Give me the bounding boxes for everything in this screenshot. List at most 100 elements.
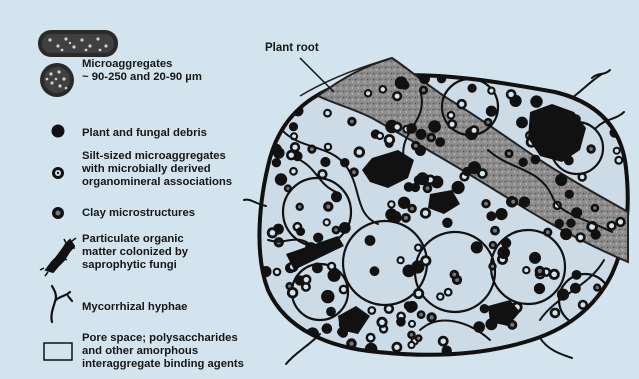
silt-microaggregate-particle	[289, 167, 298, 176]
silt-microaggregate-particle	[290, 142, 300, 152]
clay-microstructure-particle	[586, 144, 595, 153]
silt-microaggregate-particle	[613, 147, 621, 155]
silt-microaggregate-particle	[407, 341, 415, 349]
debris-particle	[321, 290, 334, 303]
silt-microaggregate-particle	[447, 111, 456, 120]
debris-particle	[322, 323, 333, 334]
debris-particle	[289, 122, 298, 131]
debris-particle	[516, 117, 528, 129]
clay-microstructure-particle	[346, 338, 357, 349]
debris-particle	[385, 208, 397, 220]
debris-particle	[534, 283, 545, 294]
silt-microaggregate-particle	[444, 288, 453, 297]
clay-microstructure-particle	[401, 213, 411, 223]
debris-particle	[555, 174, 567, 186]
debris-particle	[452, 181, 465, 194]
silt-microaggregate-particle	[447, 119, 457, 129]
clay-microstructure-particle	[488, 262, 496, 270]
debris-particle	[395, 76, 408, 89]
debris-particle	[572, 270, 582, 280]
clay-microstructure-particle	[417, 310, 426, 319]
debris-particle	[296, 227, 305, 236]
clay-microstructure-particle	[591, 204, 600, 213]
plant-root-label: Plant root	[265, 42, 319, 54]
debris-particle	[442, 218, 452, 228]
silt-microaggregate-particle	[387, 200, 395, 208]
silt-microaggregate-particle	[392, 342, 403, 353]
silt-microaggregate-particle	[438, 336, 449, 347]
silt-microaggregate-particle	[413, 288, 424, 299]
silt-microaggregate-particle	[367, 306, 376, 315]
silt-microaggregate-particle	[323, 218, 331, 226]
silt-microaggregate-particle	[397, 256, 405, 264]
debris-particle	[365, 235, 376, 246]
debris-particle	[331, 191, 342, 202]
debris-particle	[328, 269, 341, 282]
silt-microaggregate-particle	[364, 89, 372, 97]
clay-microstructure-particle	[508, 197, 518, 207]
silt-microaggregate-particle	[578, 300, 588, 310]
silt-microaggregate-particle	[379, 85, 388, 94]
debris-particle	[480, 304, 489, 313]
silt-microaggregate-particle	[420, 208, 431, 219]
silt-microaggregate-particle	[323, 109, 332, 118]
debris-particle	[471, 241, 483, 253]
silt-microaggregate-particle	[384, 304, 394, 314]
debris-particle	[531, 155, 541, 165]
clay-microstructure-particle	[347, 117, 356, 126]
clay-microstructure-particle	[481, 199, 490, 208]
debris-particle	[486, 106, 497, 117]
silt-microaggregate-particle	[549, 269, 560, 280]
debris-particle	[416, 172, 429, 185]
silt-microaggregate-particle	[273, 268, 282, 277]
silt-microaggregate-particle	[615, 217, 625, 227]
debris-particle	[555, 219, 564, 228]
clay-microstructure-particle	[505, 149, 514, 158]
silt-microaggregate-particle	[287, 287, 298, 298]
clay-microstructure-particle	[543, 228, 552, 237]
debris-particle	[273, 147, 285, 159]
debris-particle	[339, 222, 351, 234]
silt-microaggregate-particle	[578, 172, 587, 181]
debris-particle	[565, 190, 574, 199]
debris-particle	[312, 263, 323, 274]
debris-particle	[519, 197, 530, 208]
silt-microaggregate-particle	[301, 274, 311, 284]
debris-particle	[411, 260, 424, 273]
silt-microaggregate-particle	[376, 317, 387, 328]
silt-microaggregate-particle	[366, 333, 376, 343]
silt-microaggregate-particle	[414, 244, 422, 252]
debris-particle	[468, 84, 477, 93]
silt-microaggregate-particle	[575, 232, 585, 242]
debris-particle	[396, 317, 406, 327]
debris-particle	[519, 158, 528, 167]
clay-microstructure-particle	[535, 266, 545, 276]
silt-microaggregate-particle	[384, 134, 395, 145]
silt-microaggregate-particle	[469, 125, 479, 135]
silt-microaggregate-particle	[354, 146, 365, 157]
debris-particle	[495, 208, 507, 220]
debris-particle	[275, 173, 287, 185]
debris-particle	[529, 252, 541, 264]
silt-microaggregate-particle	[376, 132, 384, 140]
clay-microstructure-particle	[332, 226, 341, 235]
clay-microstructure-particle	[284, 184, 292, 192]
silt-microaggregate-particle	[339, 285, 349, 295]
clay-microstructure-particle	[489, 241, 497, 249]
clay-microstructure-particle	[407, 204, 416, 213]
debris-particle	[411, 183, 420, 192]
debris-particle	[435, 137, 445, 147]
silt-microaggregate-particle	[392, 91, 402, 101]
silt-microaggregate-particle	[267, 227, 278, 238]
debris-particle	[313, 233, 323, 243]
debris-particle	[428, 120, 441, 133]
silt-microaggregate-particle	[614, 156, 623, 165]
clay-microstructure-particle	[411, 141, 421, 151]
clay-microstructure-particle	[415, 334, 423, 342]
clay-microstructure-particle	[593, 284, 601, 292]
debris-particle	[566, 219, 575, 228]
debris-particle	[530, 95, 542, 107]
debris-particle	[486, 211, 496, 221]
